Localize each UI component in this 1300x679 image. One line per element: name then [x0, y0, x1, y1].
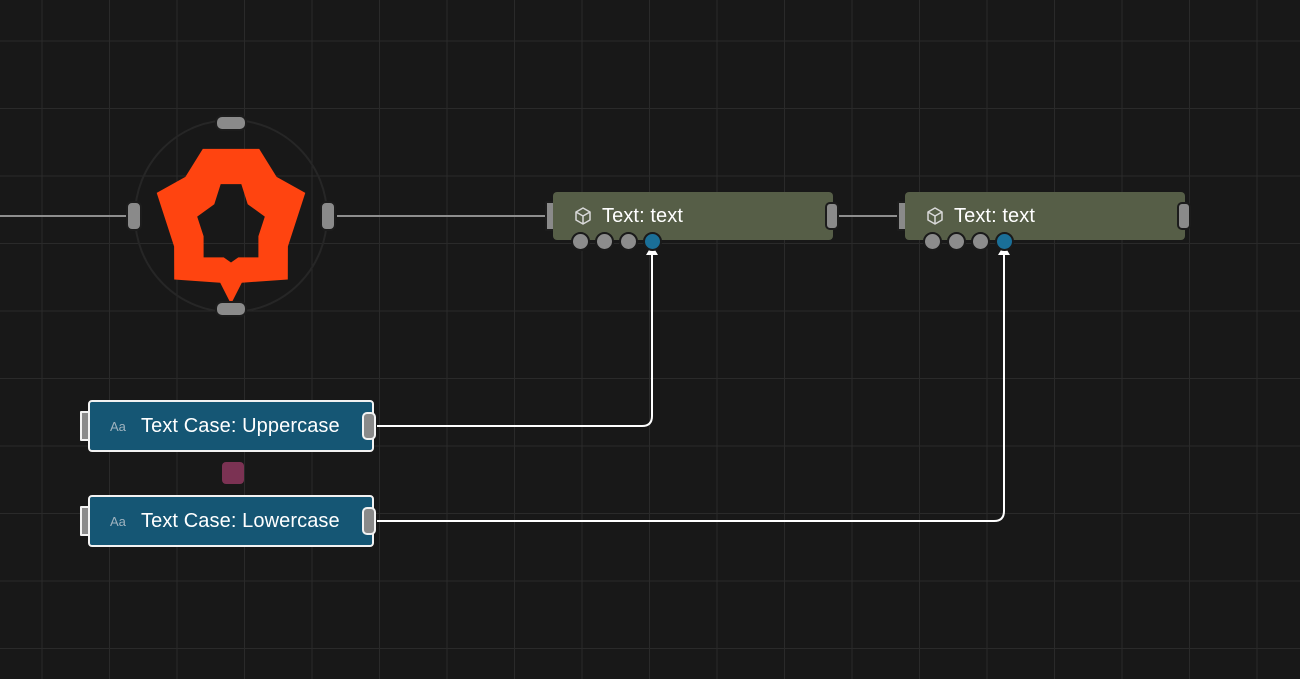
wire-uppercase-to-text-1 — [377, 252, 653, 427]
logo-handle-bottom[interactable] — [215, 301, 247, 317]
text-node-1-port-2[interactable] — [595, 232, 614, 251]
logo-handle-top[interactable] — [215, 115, 247, 131]
text-node-2-label: Text: text — [954, 204, 1036, 227]
lowercase-node[interactable]: Aa Text Case: Lowercase — [88, 495, 374, 547]
text-node-2-output-handle[interactable] — [1177, 202, 1191, 230]
uppercase-node-label: Text Case: Uppercase — [141, 414, 340, 437]
text-node-2-port-2[interactable] — [947, 232, 966, 251]
wire-lowercase-to-text-2 — [377, 252, 1005, 522]
text-node-2-port-1[interactable] — [923, 232, 942, 251]
text-node-1-port-1[interactable] — [571, 232, 590, 251]
logo-handle-left[interactable] — [126, 201, 142, 231]
logo-handle-right[interactable] — [320, 201, 336, 231]
box-icon — [573, 206, 593, 226]
text-case-icon: Aa — [110, 513, 126, 529]
logo-icon — [156, 148, 306, 304]
text-node-1-port-3[interactable] — [619, 232, 638, 251]
text-node-1-label: Text: text — [602, 204, 684, 227]
uppercase-node-output-handle[interactable] — [362, 412, 376, 440]
text-node-1-port-text[interactable] — [643, 232, 662, 251]
text-node-2-port-3[interactable] — [971, 232, 990, 251]
text-node-2-ports — [923, 232, 1014, 251]
box-icon — [925, 206, 945, 226]
text-node-1-ports — [571, 232, 662, 251]
uppercase-node[interactable]: Aa Text Case: Uppercase — [88, 400, 374, 452]
logo-node[interactable] — [126, 115, 336, 317]
text-node-2-port-text[interactable] — [995, 232, 1014, 251]
lowercase-node-label: Text Case: Lowercase — [141, 509, 340, 532]
text-node-1-output-handle[interactable] — [825, 202, 839, 230]
node-marker[interactable] — [222, 462, 244, 484]
lowercase-node-output-handle[interactable] — [362, 507, 376, 535]
text-case-icon: Aa — [110, 418, 126, 434]
